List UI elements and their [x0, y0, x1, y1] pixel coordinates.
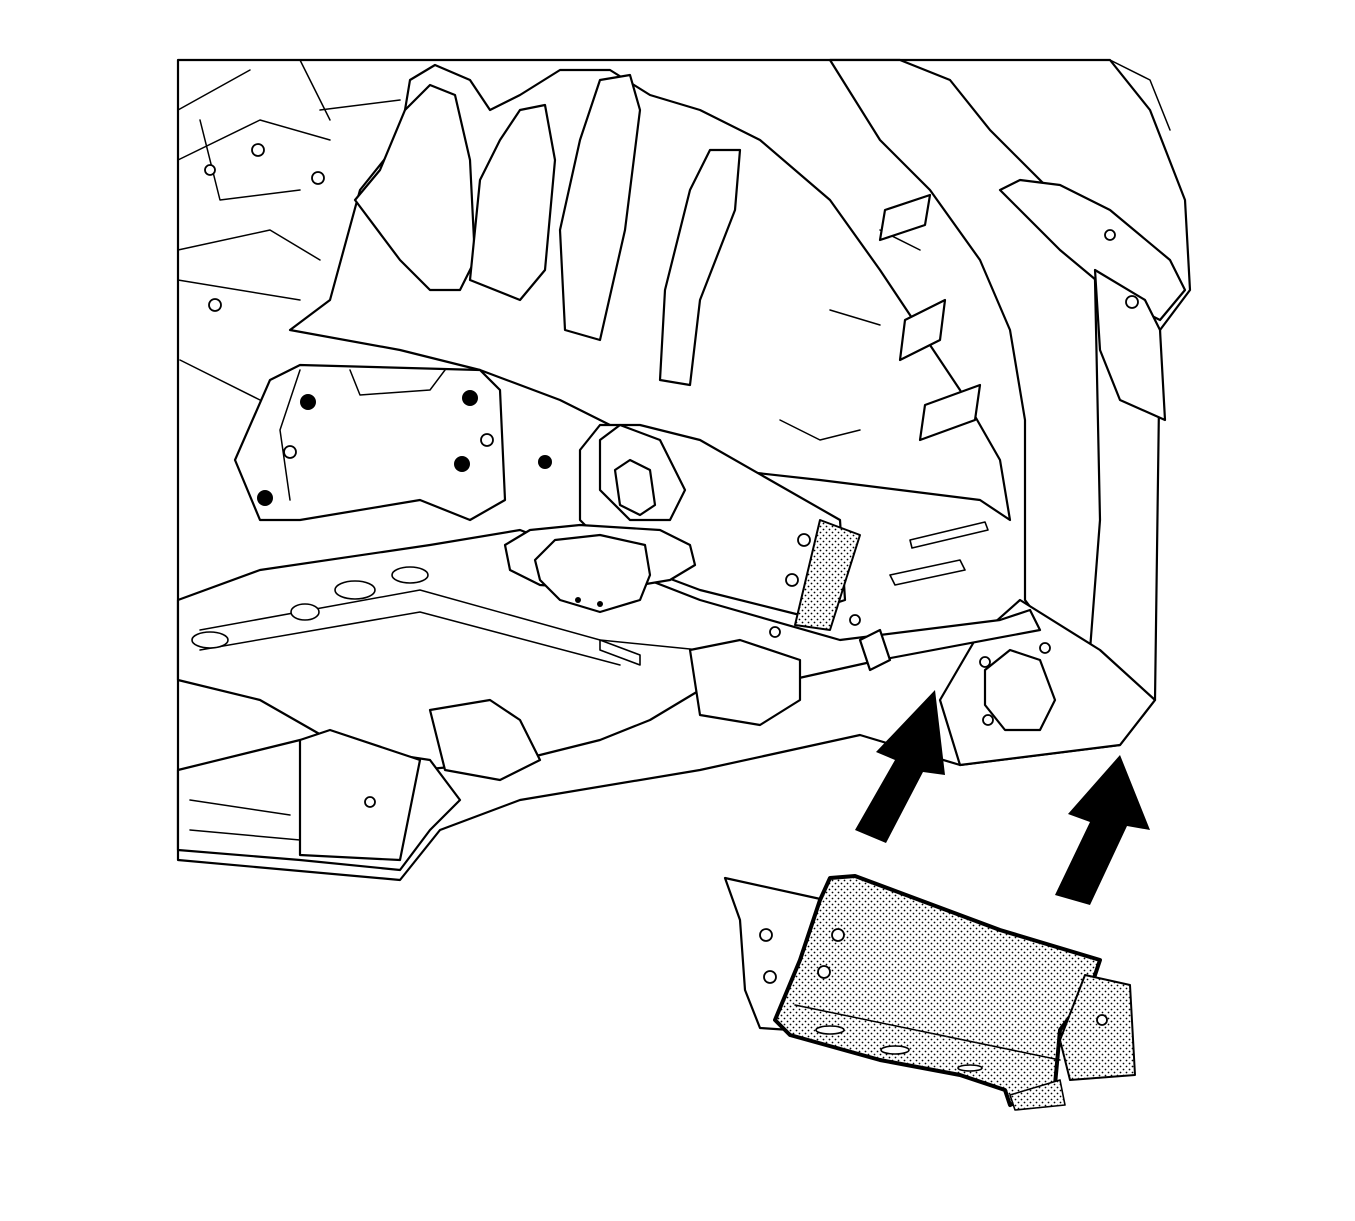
- spare-tire-well: [503, 423, 861, 631]
- rear-frame-rail: [176, 521, 1042, 872]
- install-arrow-right: [1055, 755, 1150, 905]
- rear-quarter-structure: [828, 58, 1187, 767]
- heat-shield: [723, 874, 1136, 1111]
- suspension-bracket: [233, 363, 552, 522]
- install-arrow-left: [855, 690, 945, 843]
